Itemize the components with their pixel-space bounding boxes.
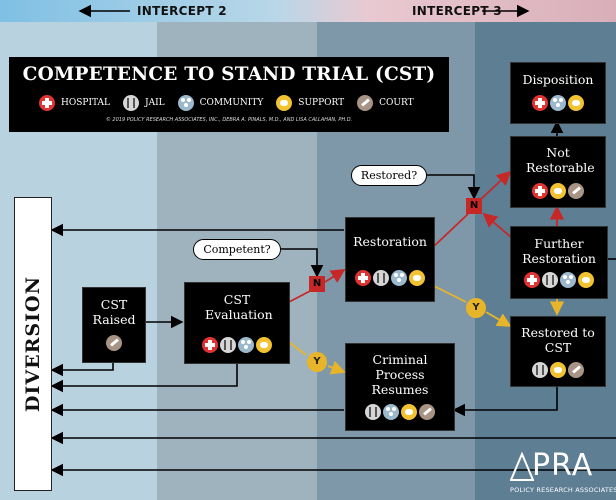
support-icon [409,270,425,286]
restoration-label: Restoration [353,234,427,249]
support-icon [276,95,293,111]
support-icon [578,272,594,288]
jail-icon [220,337,236,353]
legend-community: COMMUNITY [199,98,264,108]
support-icon [550,183,566,199]
legend-support: SUPPORT [298,98,345,108]
intercept-bar [0,0,616,22]
support-icon [401,404,417,420]
diversion-panel: DIVERSION [14,197,52,491]
restored-to-cst-node: Restored to CST [510,316,606,387]
cst-evaluation-label: CST Evaluation [205,292,273,322]
not-restorable-label: Not Restorable [526,145,595,175]
court-icon [568,183,584,199]
cst-raised-node: CST Raised [82,287,146,363]
decision-yes-evaluation: Y [307,352,327,372]
diagram-title: COMPETENCE TO STAND TRIAL (CST) [22,64,436,85]
court-icon [106,335,122,351]
hospital-icon [532,95,548,111]
legend-hospital: HOSPITAL [61,98,110,108]
competent-question: Competent? [193,239,281,260]
title-block: COMPETENCE TO STAND TRIAL (CST) HOSPITAL… [9,57,449,132]
disposition-label: Disposition [522,72,594,87]
jail-icon [532,362,548,378]
restored-question: Restored? [351,165,427,186]
jail-icon [123,95,139,111]
legend: HOSPITAL JAIL COMMUNITY SUPPORT COURT [39,95,421,111]
restoration-node: Restoration [345,217,435,302]
jail-icon [373,270,389,286]
further-restoration-node: Further Restoration [510,226,608,299]
community-icon [550,95,566,111]
community-icon [383,404,399,420]
court-icon [568,362,584,378]
jail-icon [365,404,381,420]
hospital-icon [355,270,371,286]
community-icon [560,272,576,288]
restored-to-cst-label: Restored to CST [521,325,595,355]
decision-no-evaluation: N [309,276,325,292]
further-restoration-label: Further Restoration [522,236,596,266]
court-icon [419,404,435,420]
logo-tagline: POLICY RESEARCH ASSOCIATES [510,486,616,494]
hospital-icon [524,272,540,288]
decision-yes-restoration: Y [466,298,486,318]
legend-jail: JAIL [145,98,165,108]
court-icon [357,95,374,111]
hospital-icon [532,183,548,199]
pra-logo: PRA POLICY RESEARCH ASSOCIATES [510,448,616,494]
intercept-3-label: INTERCEPT 3 [412,4,502,18]
community-icon [391,270,407,286]
support-icon [256,337,272,353]
community-icon [238,337,254,353]
intercept-2-label: INTERCEPT 2 [137,4,227,18]
support-icon [568,95,584,111]
criminal-process-node: Criminal Process Resumes [345,343,455,431]
copyright: © 2019 POLICY RESEARCH ASSOCIATES, INC.,… [105,117,353,123]
diversion-label: DIVERSION [22,276,44,412]
community-icon [177,95,194,111]
decision-no-restoration: N [466,198,482,214]
legend-court: COURT [379,98,414,108]
not-restorable-node: Not Restorable [510,136,606,208]
hospital-icon [202,337,218,353]
hospital-icon [39,95,55,111]
logo-mark-icon [510,452,534,481]
cst-raised-label: CST Raised [92,297,136,327]
disposition-node: Disposition [510,62,606,124]
criminal-process-label: Criminal Process Resumes [371,352,429,397]
support-icon [550,362,566,378]
jail-icon [542,272,558,288]
logo-brand: PRA [532,448,594,483]
cst-evaluation-node: CST Evaluation [184,282,290,364]
